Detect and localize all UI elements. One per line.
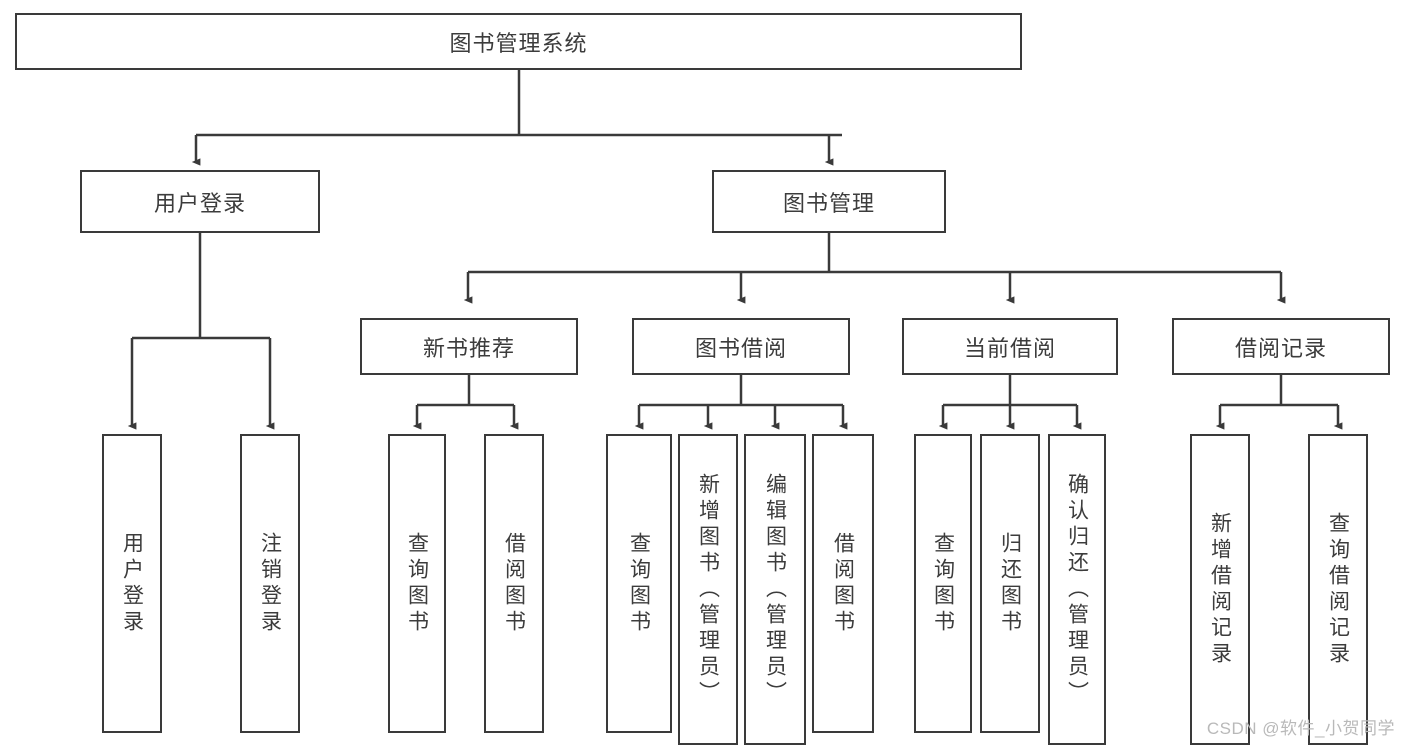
leaf-new-book-borrow[interactable]: 借阅图书 (484, 434, 544, 733)
node-current-borrow-label: 当前借阅 (963, 335, 1056, 361)
node-user-login[interactable]: 用户登录 (80, 170, 320, 233)
leaf-current-borrow-query[interactable]: 查询图书 (914, 434, 972, 733)
leaf-book-borrow-query[interactable]: 查询图书 (606, 434, 672, 733)
leaf-label: 用户登录 (120, 531, 144, 636)
node-current-borrow[interactable]: 当前借阅 (902, 318, 1118, 375)
node-root[interactable]: 图书管理系统 (15, 13, 1022, 70)
leaf-borrow-record-add[interactable]: 新增借阅记录 (1190, 434, 1250, 745)
leaf-label: 借阅图书 (831, 531, 855, 636)
node-book-management-label: 图书管理 (782, 190, 875, 216)
node-borrow-record-label: 借阅记录 (1234, 335, 1327, 361)
node-new-book-recommend-label: 新书推荐 (422, 335, 515, 361)
leaf-current-borrow-confirm-return[interactable]: 确认归还（管理员） (1048, 434, 1106, 745)
leaf-label: 查询图书 (405, 531, 429, 636)
leaf-label: 借阅图书 (502, 531, 526, 636)
leaf-label: 查询借阅记录 (1326, 511, 1350, 668)
leaf-label: 查询图书 (627, 531, 651, 636)
leaf-borrow-record-query[interactable]: 查询借阅记录 (1308, 434, 1368, 745)
leaf-book-borrow-borrow[interactable]: 借阅图书 (812, 434, 874, 733)
node-user-login-label: 用户登录 (153, 190, 246, 216)
node-root-label: 图书管理系统 (449, 30, 588, 56)
leaf-new-book-query[interactable]: 查询图书 (388, 434, 446, 733)
node-borrow-record[interactable]: 借阅记录 (1172, 318, 1390, 375)
node-book-management[interactable]: 图书管理 (712, 170, 946, 233)
leaf-label: 新增借阅记录 (1208, 511, 1232, 668)
leaf-label: 确认归还（管理员） (1065, 472, 1089, 707)
watermark: CSDN @软件_小贺同学 (1206, 719, 1395, 738)
node-new-book-recommend[interactable]: 新书推荐 (360, 318, 578, 375)
leaf-current-borrow-return[interactable]: 归还图书 (980, 434, 1040, 733)
leaf-book-borrow-edit[interactable]: 编辑图书（管理员） (744, 434, 806, 745)
leaf-user-login-signin[interactable]: 用户登录 (102, 434, 162, 733)
leaf-user-login-signout[interactable]: 注销登录 (240, 434, 300, 733)
node-book-borrow[interactable]: 图书借阅 (632, 318, 850, 375)
leaf-label: 查询图书 (931, 531, 955, 636)
leaf-label: 注销登录 (258, 531, 282, 636)
leaf-label: 新增图书（管理员） (696, 472, 720, 707)
leaf-label: 归还图书 (998, 531, 1022, 636)
leaf-label: 编辑图书（管理员） (763, 472, 787, 707)
leaf-book-borrow-add[interactable]: 新增图书（管理员） (678, 434, 738, 745)
node-book-borrow-label: 图书借阅 (694, 335, 787, 361)
